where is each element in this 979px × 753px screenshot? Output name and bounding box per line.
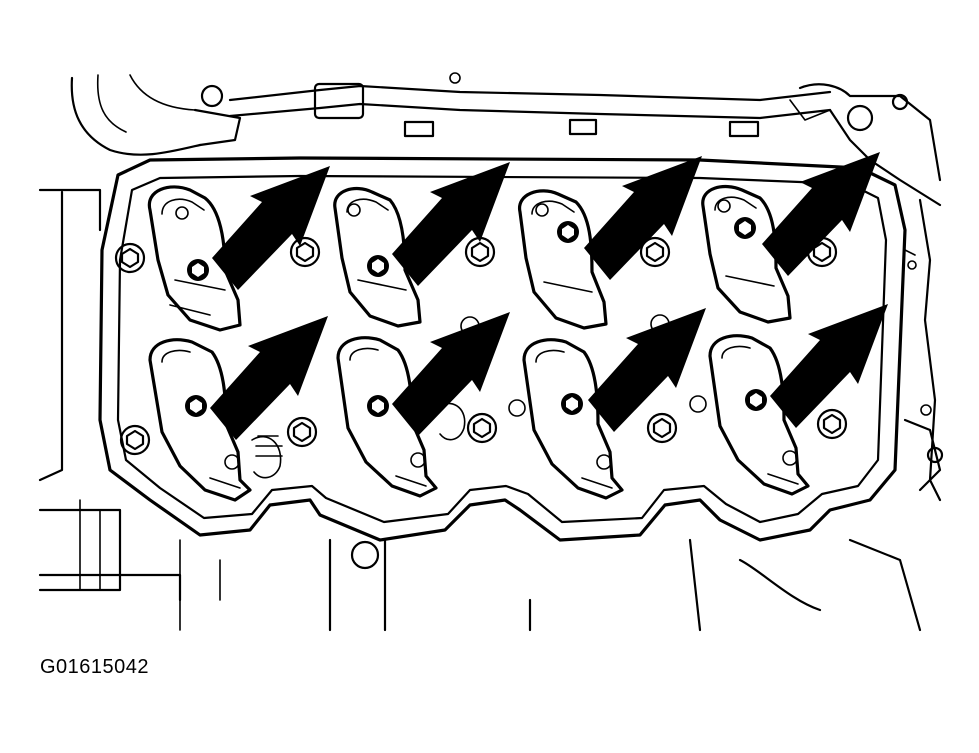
rocker-arms-lower-row — [148, 334, 810, 502]
pointer-arrow — [392, 162, 510, 286]
rocker-arms-upper-row — [147, 184, 792, 332]
rocker-arm — [708, 334, 810, 496]
figure-id: G01615042 — [40, 656, 150, 678]
pointer-arrow — [588, 308, 706, 432]
pointer-arrow — [762, 152, 880, 276]
pointer-arrow — [212, 166, 330, 290]
pointer-arrow — [584, 156, 702, 280]
engine-background-structure — [38, 72, 944, 632]
rocker-arm — [333, 186, 422, 328]
rocker-arm — [701, 184, 792, 324]
rocker-arm — [148, 338, 283, 502]
rocker-arm — [147, 185, 242, 332]
rocker-arm — [336, 336, 466, 498]
rocker-arm — [522, 338, 624, 500]
rocker-arm — [518, 189, 608, 330]
cylinder-head-outline — [98, 156, 907, 542]
